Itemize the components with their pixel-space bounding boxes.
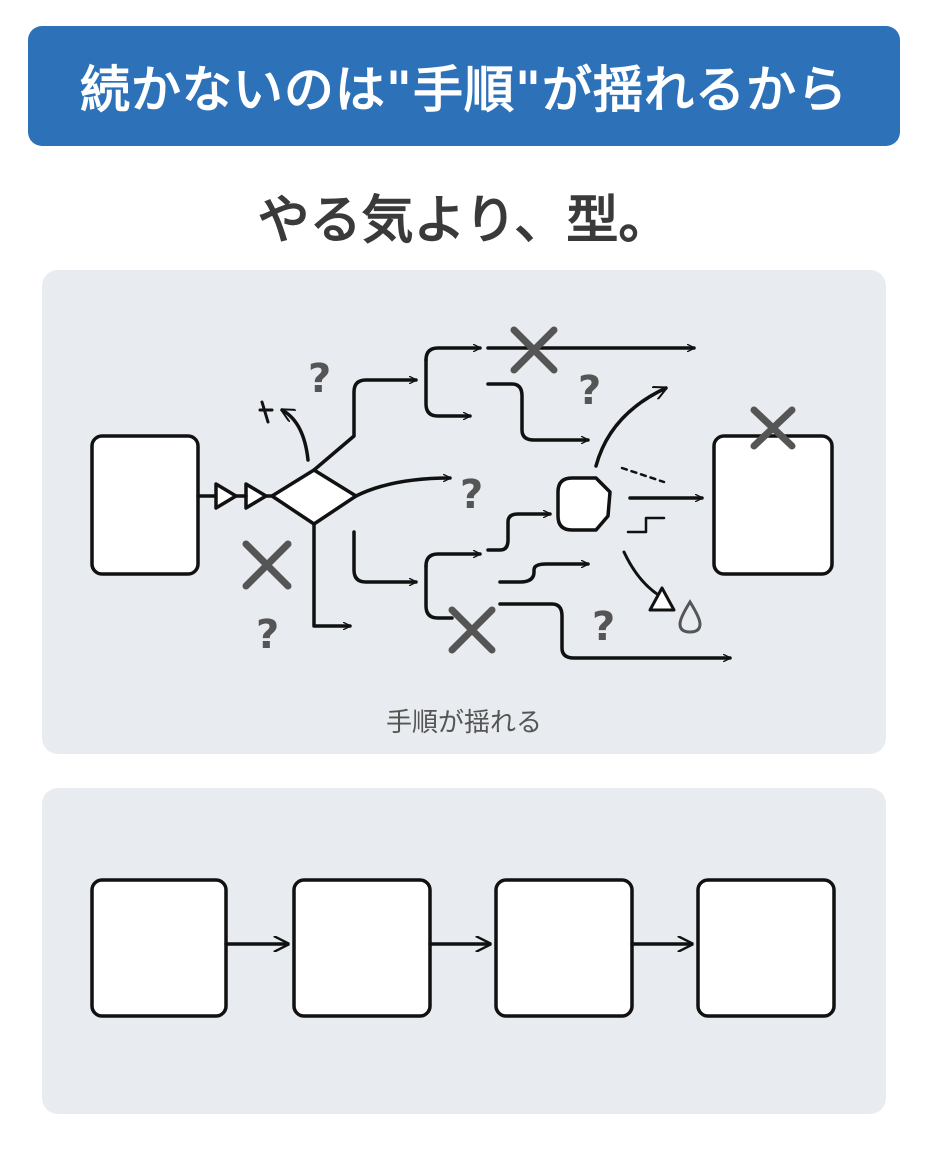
question-mark-icon: ? [256, 612, 279, 658]
curved-arrow-low [622, 550, 662, 598]
question-mark-icon: ? [308, 356, 331, 402]
chaotic-flow-diagram: ? ? ? ? ? [90, 326, 834, 754]
step-box-2 [292, 878, 432, 1018]
start-box [90, 434, 200, 576]
step-box-3 [494, 878, 634, 1018]
orderly-process-panel [42, 788, 886, 1114]
question-mark-icon: ? [460, 472, 483, 518]
subtitle: やる気より、型。 [257, 191, 671, 251]
fork-node-top [424, 358, 472, 416]
droplet-icon [678, 599, 702, 634]
chaotic-caption: 手順が揺れる [385, 708, 542, 738]
middle-curve-arrow [354, 478, 452, 498]
merge-node [556, 476, 612, 532]
step-box-4 [696, 878, 836, 1018]
orderly-flow-diagram [90, 878, 836, 1018]
small-step-arrow [626, 516, 666, 534]
branch-lower-step [352, 530, 418, 582]
top-step-path [486, 382, 590, 440]
flow-triangle [214, 482, 238, 510]
lower-mid-path [498, 564, 590, 584]
lower-up-path [486, 514, 552, 552]
cross-mark-icon [750, 406, 796, 450]
cross-mark-icon [242, 540, 292, 590]
branch-top [312, 380, 418, 472]
branch-bottom [312, 522, 352, 626]
cross-mark-icon [448, 606, 496, 654]
warning-triangle [648, 586, 676, 612]
stray-tick [258, 400, 274, 424]
step-box-1 [90, 878, 228, 1018]
chaotic-process-panel: ? ? ? ? ? 手順が揺れる [42, 270, 886, 754]
flow-triangle [244, 482, 268, 510]
dashed-arrow [620, 466, 666, 484]
title-banner: 続かないのは"手順"が揺れるから [28, 26, 900, 146]
merge-up-arrow [594, 388, 666, 468]
end-box [712, 434, 834, 576]
curved-arrow [282, 408, 310, 462]
cross-mark-icon [510, 326, 558, 374]
question-mark-icon: ? [578, 368, 601, 414]
decision-diamond [270, 468, 358, 526]
lower-long-path [498, 602, 732, 658]
fork-node-bottom [424, 564, 454, 620]
question-mark-icon: ? [592, 604, 615, 650]
banner-title: 続かないのは"手順"が揺れるから [79, 61, 849, 119]
